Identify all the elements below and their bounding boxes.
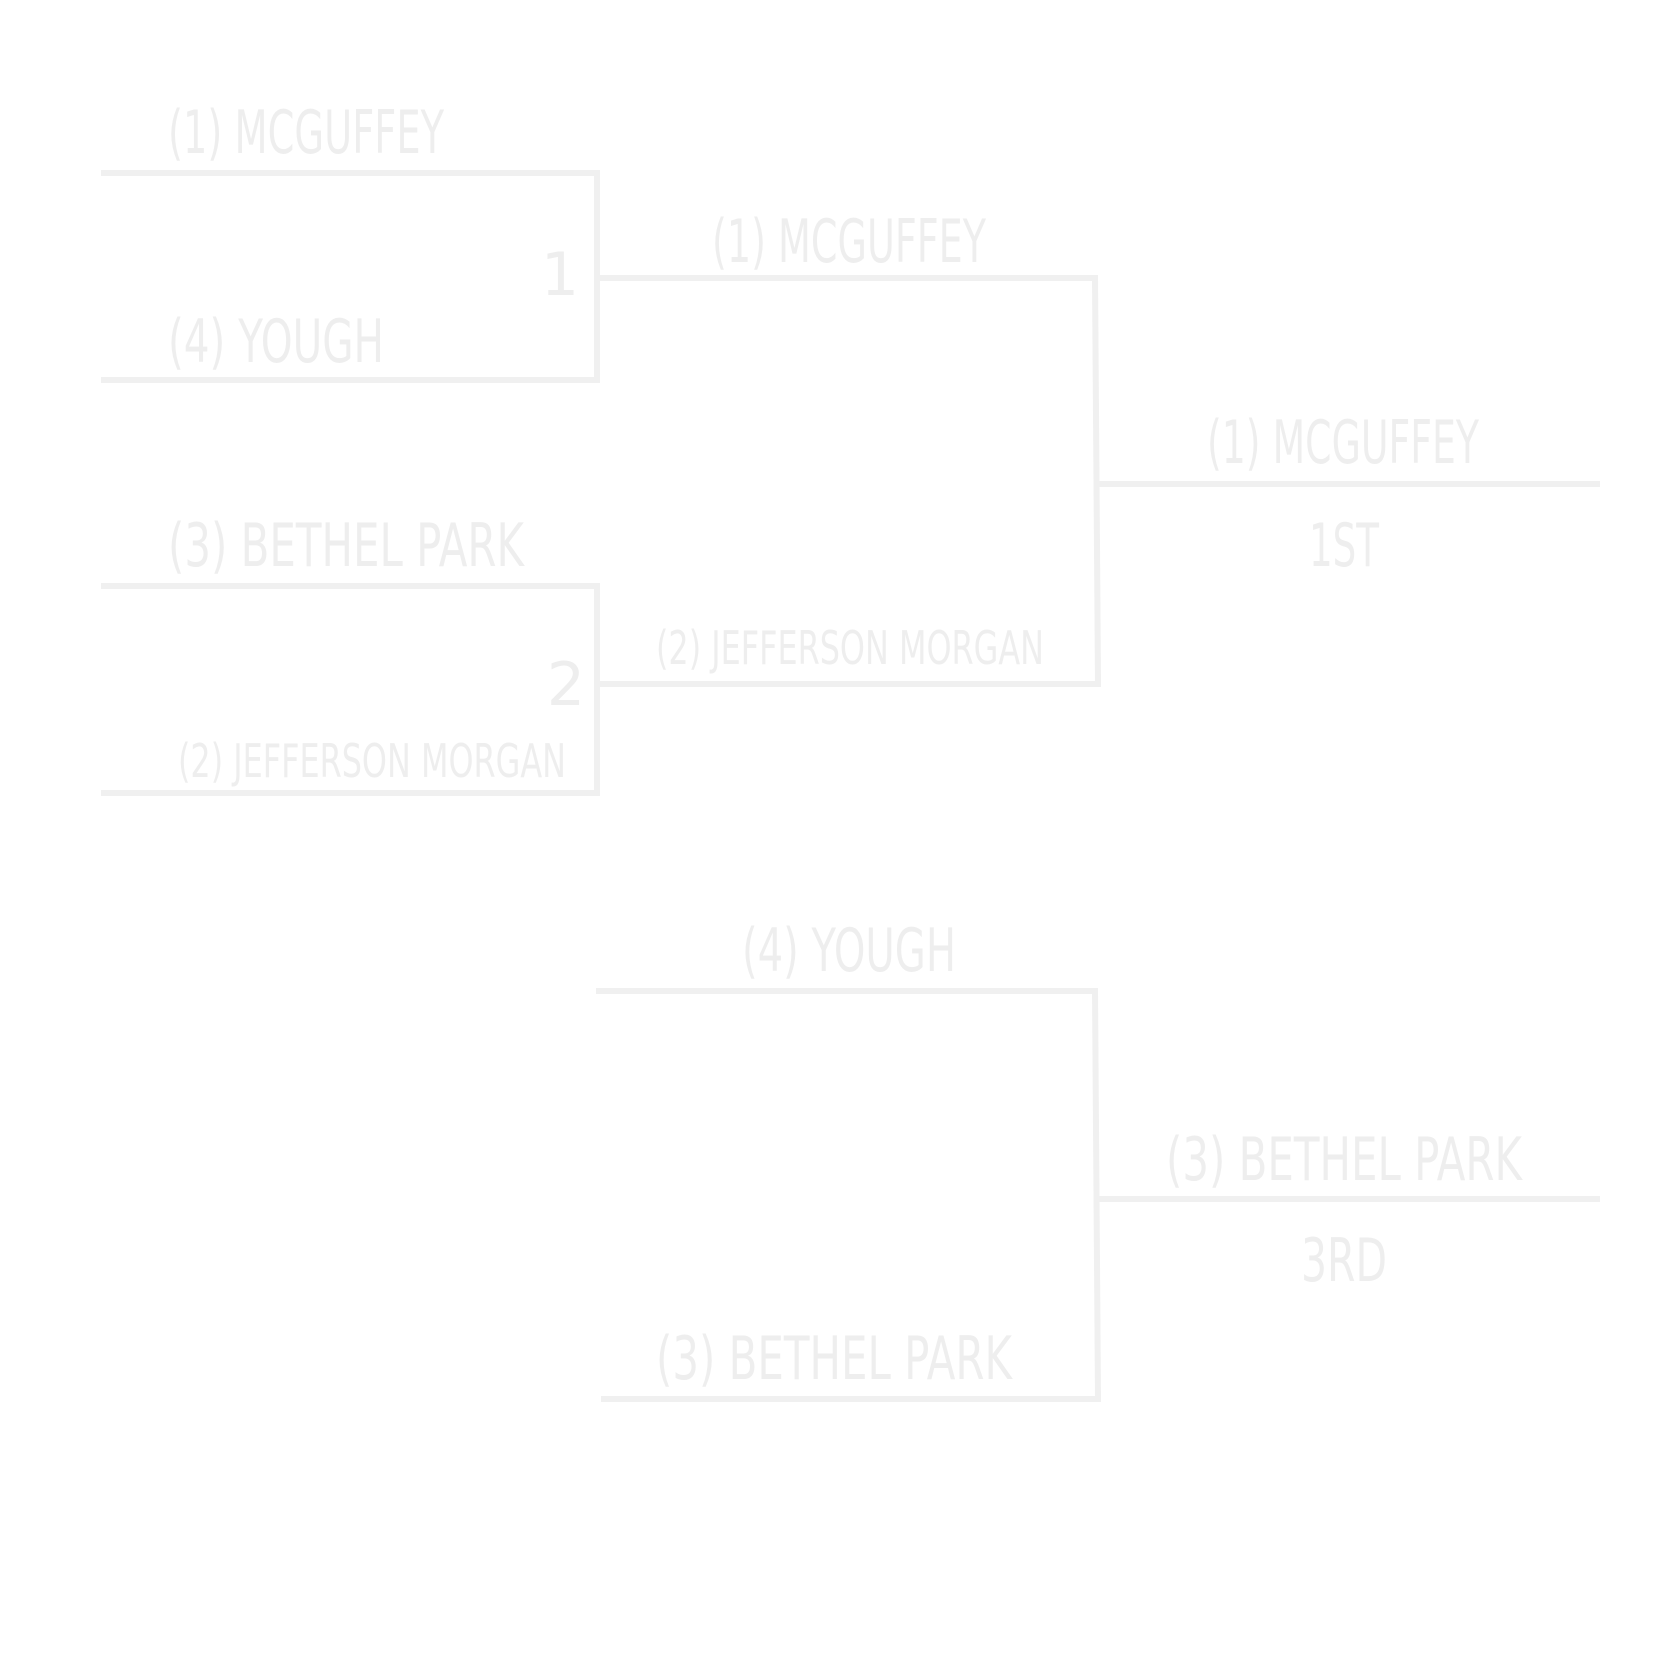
championship-bottom-team: (2) JEFFERSON MORGAN bbox=[656, 621, 1044, 675]
semifinal-2: (3) BETHEL PARK (2) JEFFERSON MORGAN 2 bbox=[101, 511, 1101, 796]
third-place-game: (4) YOUGH (3) BETHEL PARK (3) BETHEL PAR… bbox=[596, 916, 1600, 1402]
third-place-label: 3RD bbox=[1301, 1226, 1387, 1296]
first-place-label: 1ST bbox=[1309, 511, 1379, 581]
third-place-winner-team: (3) BETHEL PARK bbox=[1166, 1125, 1523, 1195]
third-place-bottom-team: (3) BETHEL PARK bbox=[656, 1324, 1013, 1394]
semifinal-2-top-team: (3) BETHEL PARK bbox=[168, 511, 525, 581]
semifinal-1: (1) MCGUFFEY (4) YOUGH 1 bbox=[101, 98, 1098, 383]
semifinal-1-top-team: (1) MCGUFFEY bbox=[168, 98, 444, 168]
championship-top-team: (1) MCGUFFEY bbox=[712, 207, 986, 277]
semifinal-2-bottom-team: (2) JEFFERSON MORGAN bbox=[178, 734, 566, 788]
semifinal-1-bottom-team: (4) YOUGH bbox=[168, 307, 384, 377]
third-place-bracket-lines bbox=[596, 988, 1102, 1402]
champion-team: (1) MCGUFFEY bbox=[1207, 408, 1479, 478]
third-place-top-team: (4) YOUGH bbox=[742, 916, 956, 986]
semifinal-1-number: 1 bbox=[541, 240, 579, 310]
semifinal-2-bracket-lines bbox=[101, 583, 600, 796]
championship: (1) MCGUFFEY (2) JEFFERSON MORGAN (1) MC… bbox=[656, 207, 1600, 688]
semifinal-2-number: 2 bbox=[547, 650, 585, 720]
